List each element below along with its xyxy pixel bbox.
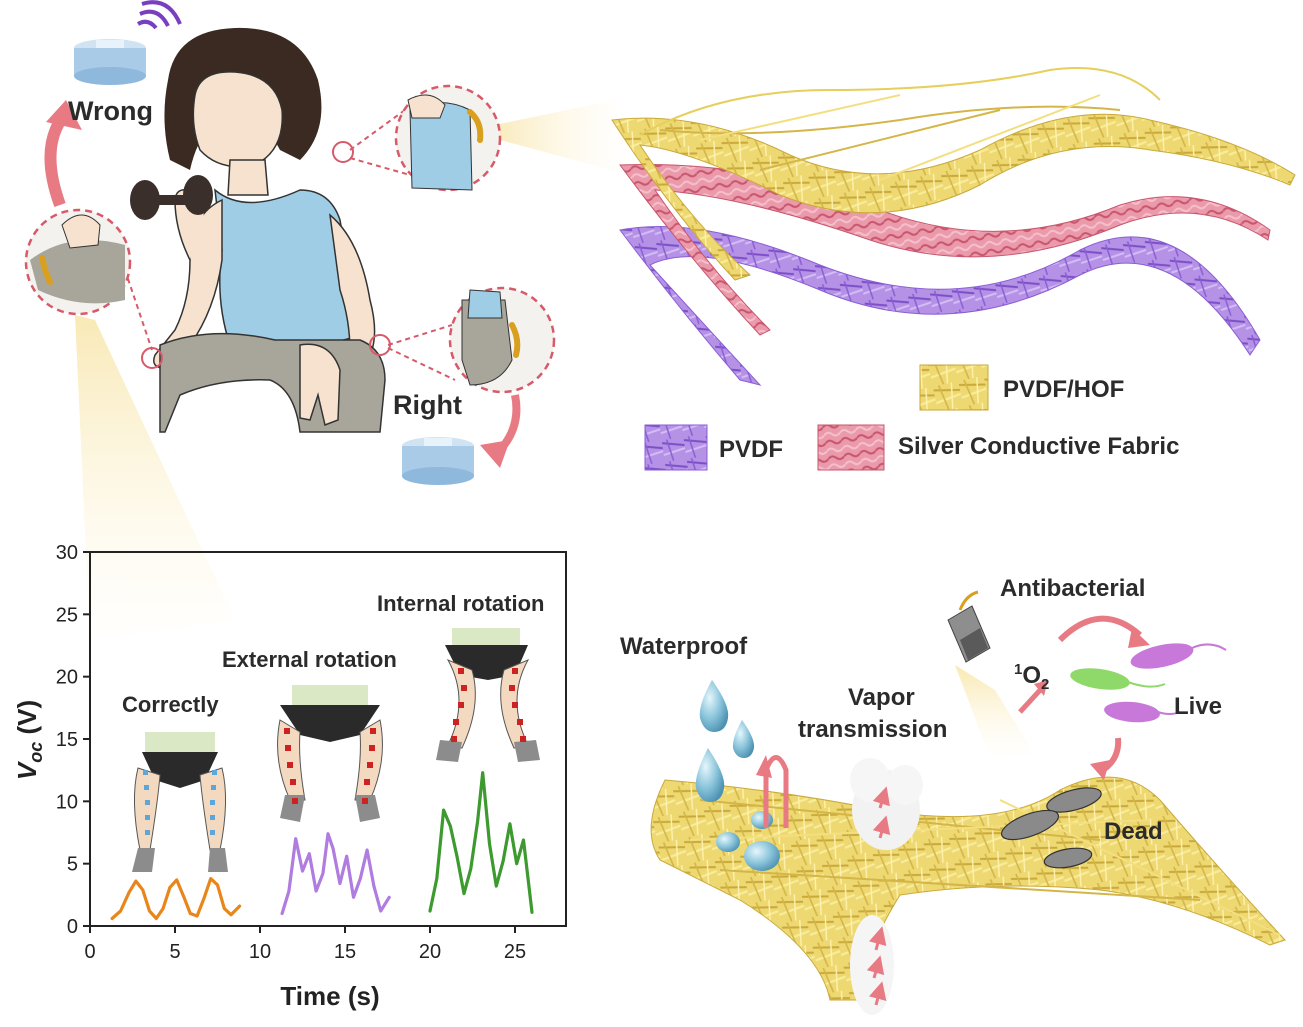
y-tick-label-0: 0 (67, 916, 78, 938)
hand-on-knee (299, 343, 341, 427)
arrow-live-to-dead-head (1090, 760, 1110, 780)
annotation-internal-rotation: Internal rotation (377, 591, 545, 616)
face (192, 71, 284, 168)
annotation-correctly: Correctly (122, 692, 219, 717)
arrow-to-wrong-head (46, 100, 82, 130)
fabric-membrane (650, 776, 1286, 1001)
bacteria-dead (1000, 787, 1102, 869)
zoom-bubble-shoulder (349, 84, 502, 192)
label-antibacterial: Antibacterial (1000, 575, 1146, 602)
legend-swatch-pvdf (644, 424, 708, 471)
x-tick-label-0: 0 (84, 941, 95, 963)
voc-chart: 0 5 10 15 20 25 0 5 10 15 20 25 30 Time (s) Voc (V) (12, 542, 567, 1011)
speaker-bottom-icon (402, 437, 474, 485)
label-vapor: Vapor (848, 684, 915, 711)
wifi-signal-icon (136, 0, 182, 30)
y-tick-label-4: 20 (56, 667, 78, 689)
legend-swatch-pvdf-hof (919, 364, 989, 411)
y-tick-label-1: 5 (67, 854, 78, 876)
singlet-oxygen-superscript: 1 (1014, 661, 1023, 678)
y-tick-label-3: 15 (56, 729, 78, 751)
y-tick-label-6: 30 (56, 542, 78, 564)
functional-fabric-illustration (650, 776, 1286, 1001)
layer-pvdf (619, 226, 1261, 386)
pants (159, 332, 386, 433)
zoom-cone-left (75, 315, 235, 640)
label-right: Right (393, 390, 462, 420)
label-live: Live (1174, 693, 1223, 720)
zoom-bubble-thigh (387, 286, 556, 394)
layer-silver (619, 164, 1271, 336)
label-dead: Dead (1104, 818, 1163, 845)
arrow-to-wrong (44, 114, 68, 208)
label-transmission: transmission (798, 716, 948, 743)
x-tick-label-4: 20 (419, 941, 441, 963)
x-tick-label-3: 15 (334, 941, 356, 963)
bounce-arrow-head (756, 755, 772, 778)
legs-internal-rotation (436, 628, 540, 762)
y-axis-title-subscript: oc (26, 742, 46, 763)
speaker-top-icon (74, 39, 146, 85)
arrow-lamp-to-singlet-head (1034, 680, 1048, 696)
layer-stack-illustration (611, 67, 1296, 386)
legend-swatch-silver (817, 424, 885, 471)
x-tick-label-1: 5 (169, 941, 180, 963)
dumbbell (130, 175, 213, 220)
x-axis-title: Time (s) (280, 981, 379, 1011)
sensor-marker-shoulder (332, 141, 354, 163)
y-tick-label-5: 25 (56, 604, 78, 626)
neck (227, 159, 269, 196)
legend-label-pvdf: PVDF (719, 436, 784, 463)
label-singlet-oxygen: 1O2 (1014, 661, 1049, 693)
x-tick-label-2: 10 (249, 941, 271, 963)
arrow-singlet-to-live (1057, 615, 1142, 643)
water-drops (695, 680, 780, 871)
singlet-oxygen-symbol: O (1022, 662, 1042, 689)
arrow-singlet-to-live-head (1128, 628, 1150, 648)
lamp-icon (947, 590, 1035, 758)
arrow-lamp-to-singlet (1018, 686, 1044, 714)
x-tick-label-5: 25 (504, 941, 526, 963)
y-axis-title-symbol: V (12, 760, 42, 780)
y-axis-title: Voc (V) (12, 700, 46, 780)
annotation-external-rotation: External rotation (222, 647, 397, 672)
series-line-0 (110, 876, 242, 921)
arrow-to-right-head (480, 440, 510, 468)
series-line-2 (428, 771, 534, 914)
legend-label-silver: Silver Conductive Fabric (898, 433, 1180, 460)
legs-correctly (132, 732, 228, 872)
singlet-oxygen-subscript: 2 (1041, 675, 1050, 693)
layer-pvdf-hof (611, 113, 1296, 281)
person-illustration (24, 0, 630, 640)
zoom-bubble-knee (24, 208, 153, 351)
y-axis-title-unit: (V) (12, 700, 42, 742)
zoom-cone-right (495, 100, 630, 175)
vapor-arrows (866, 786, 891, 1006)
label-wrong: Wrong (68, 96, 153, 126)
legend-label-pvdf-hof: PVDF/HOF (1003, 376, 1125, 403)
series-line-1 (280, 832, 391, 916)
bacteria-live (1070, 643, 1227, 723)
arm-right (329, 213, 376, 353)
label-waterproof: Waterproof (620, 633, 748, 660)
legs-external-rotation (277, 685, 383, 822)
y-tick-label-2: 10 (56, 791, 78, 813)
